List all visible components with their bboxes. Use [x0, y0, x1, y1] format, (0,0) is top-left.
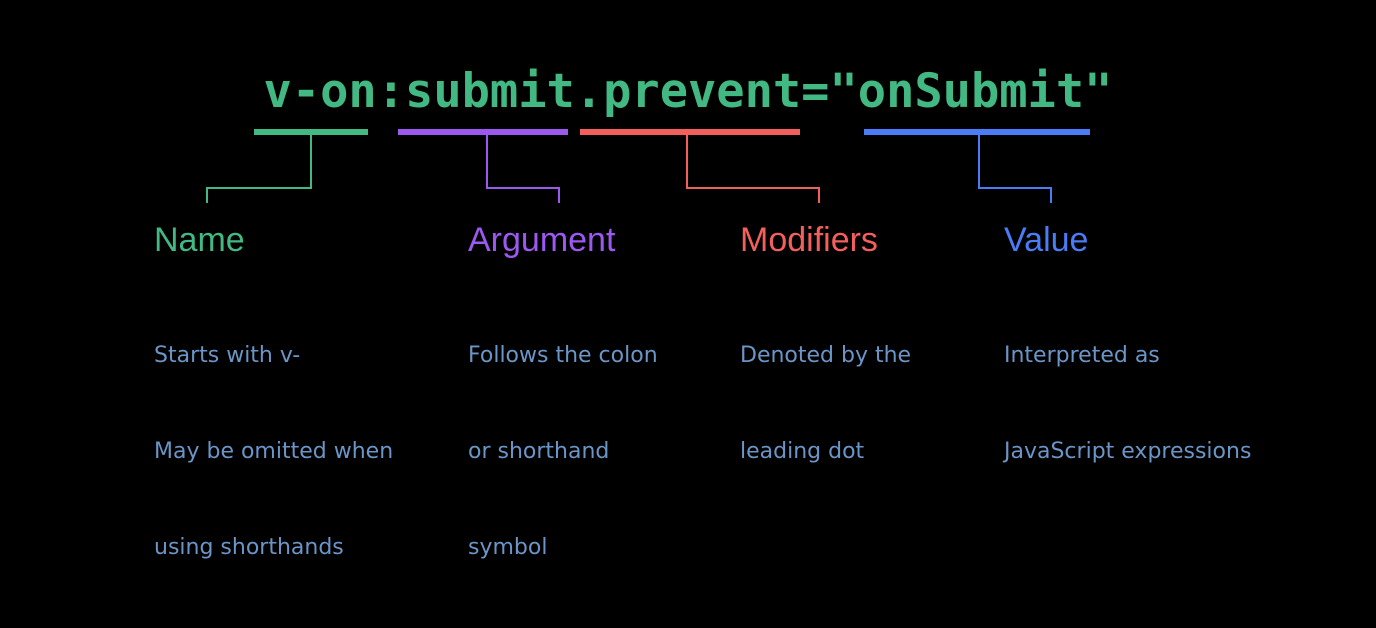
- argument-description: Follows the colon or shorthand symbol: [468, 276, 658, 628]
- argument-title: Argument: [468, 221, 616, 259]
- value-desc-line: JavaScript expressions: [1004, 439, 1252, 464]
- name-desc-line: May be omitted when: [154, 439, 394, 464]
- value-underline: [864, 129, 1090, 135]
- name-section: Name Starts with v- May be omitted when …: [154, 218, 393, 628]
- value-description: Interpreted as JavaScript expressions: [1004, 276, 1251, 532]
- argument-bracket: [486, 135, 560, 203]
- argument-underline: [398, 129, 568, 135]
- modifiers-connector: [580, 129, 820, 203]
- name-desc-line: Starts with v-: [154, 343, 301, 368]
- name-description: Starts with v- May be omitted when using…: [154, 276, 393, 628]
- value-bracket: [978, 135, 1052, 203]
- name-title: Name: [154, 221, 245, 259]
- modifiers-desc-line: Denoted by the: [740, 343, 912, 368]
- name-connector: [206, 129, 368, 203]
- connector-diagram: [206, 129, 1090, 203]
- name-desc-line: using shorthands: [154, 535, 344, 560]
- name-bracket: [206, 135, 312, 203]
- modifiers-title: Modifiers: [740, 221, 878, 259]
- modifiers-desc-line: leading dot: [740, 439, 865, 464]
- modifiers-bracket: [686, 135, 820, 203]
- value-desc-line: Interpreted as: [1004, 343, 1160, 368]
- argument-section: Argument Follows the colon or shorthand …: [468, 218, 658, 628]
- value-connector: [864, 129, 1090, 203]
- value-section: Value Interpreted as JavaScript expressi…: [1004, 218, 1251, 532]
- modifiers-section: Modifiers Denoted by the leading dot: [740, 218, 911, 532]
- name-underline: [254, 129, 368, 135]
- value-title: Value: [1004, 221, 1089, 259]
- modifiers-description: Denoted by the leading dot: [740, 276, 911, 532]
- argument-desc-line: symbol: [468, 535, 548, 560]
- argument-desc-line: Follows the colon: [468, 343, 658, 368]
- argument-desc-line: or shorthand: [468, 439, 610, 464]
- modifiers-underline: [580, 129, 800, 135]
- directive-code: v-on:submit.prevent="onSubmit": [263, 64, 1113, 119]
- argument-connector: [398, 129, 568, 203]
